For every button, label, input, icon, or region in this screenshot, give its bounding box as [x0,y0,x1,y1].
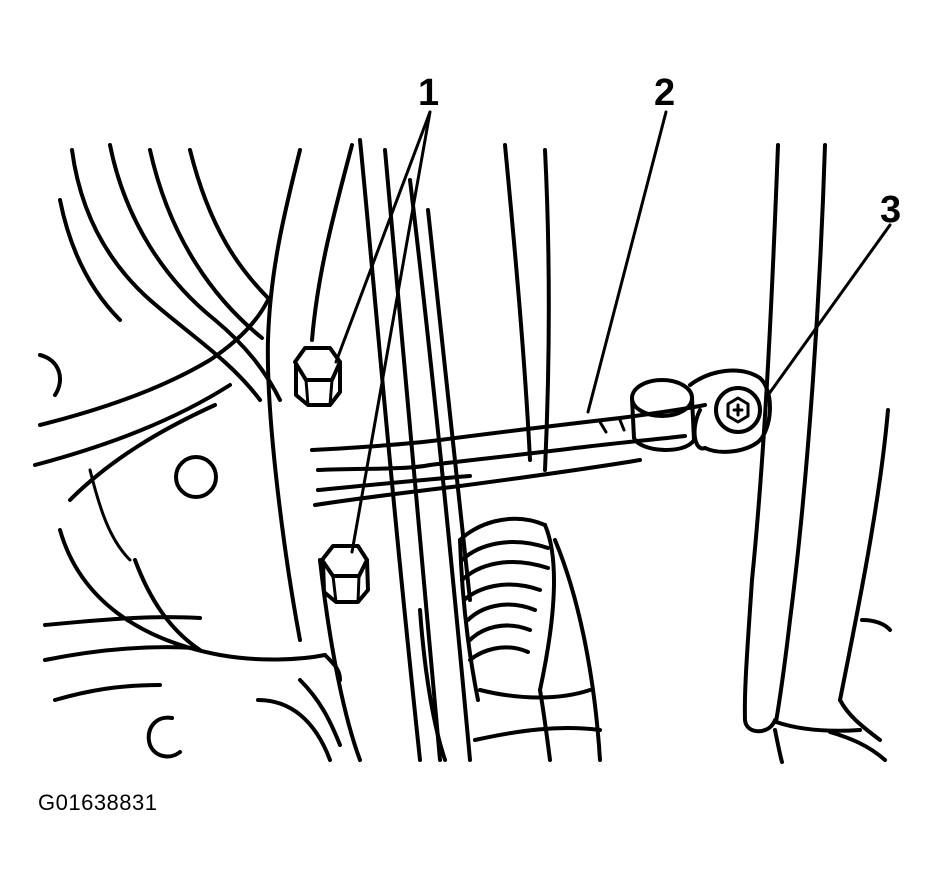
leader-lines [334,110,892,554]
callout-3-label: 3 [880,189,901,231]
bracket [310,403,707,507]
body-panel-outline [33,143,342,762]
right-panel-lines [742,143,892,764]
nut-upper [293,346,342,407]
callout-2-label: 2 [654,72,675,114]
figure-id: G01638831 [38,790,158,815]
corrugated-hose [458,516,602,762]
bushing [630,368,772,454]
nut-lower [320,544,370,604]
callout-1-label: 1 [418,72,439,114]
bolt-head [714,386,762,434]
